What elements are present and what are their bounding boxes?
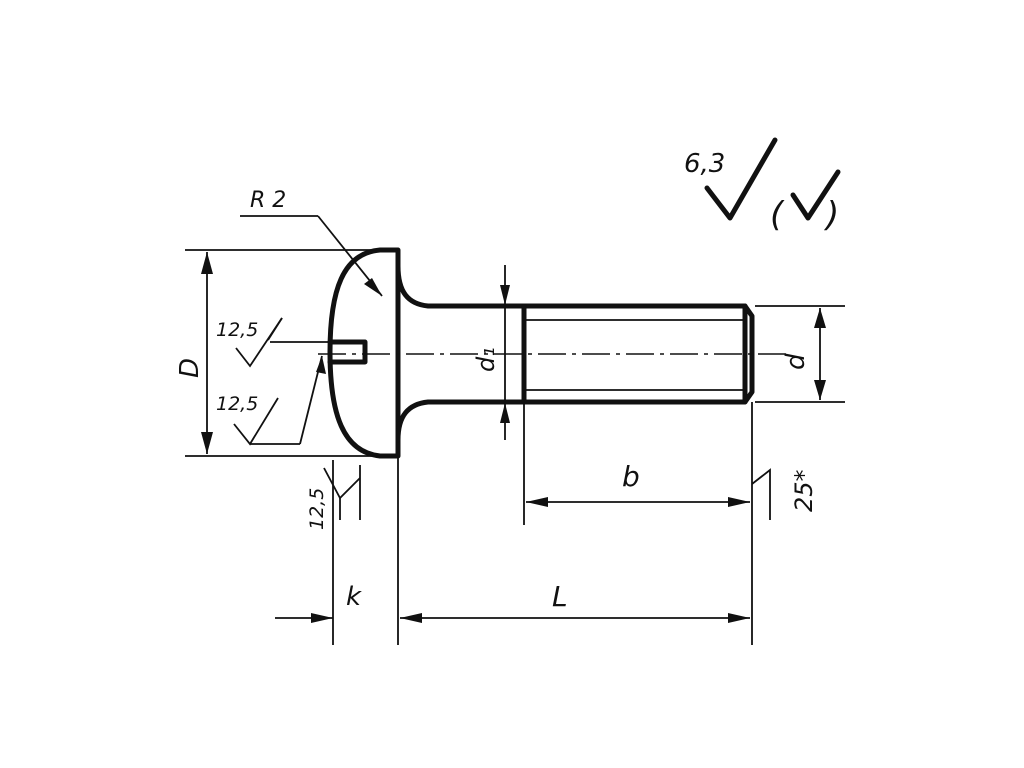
length-label: L <box>552 580 568 613</box>
diameter-head-label: D <box>175 358 205 378</box>
dimension-L <box>400 613 750 623</box>
screw-slot <box>327 339 368 365</box>
svg-text:(: ( <box>770 195 785 235</box>
diameter-neck-label: d₁ <box>472 347 500 372</box>
roughness-thread-end-symbol <box>751 468 771 520</box>
thread-length-label: b <box>622 460 640 493</box>
roughness-bracket-symbol: ( ) <box>770 169 841 235</box>
roughness-head-side-symbol <box>323 465 361 520</box>
dimension-b <box>526 497 750 507</box>
roughness-head-side-label: 12,5 <box>306 488 328 530</box>
roughness-slot-bottom-symbol <box>233 355 326 446</box>
svg-text:): ) <box>823 195 839 235</box>
screw-outline <box>318 247 790 459</box>
diameter-thread-label: d <box>781 353 811 370</box>
screw-shank <box>395 263 755 443</box>
screw-head <box>327 247 401 459</box>
head-height-label: k <box>346 582 362 612</box>
extension-lines <box>185 249 845 645</box>
roughness-main-symbol <box>704 137 778 221</box>
dimension-d1 <box>500 265 510 440</box>
dimension-D <box>201 252 213 454</box>
roughness-slot-top-symbol <box>235 317 330 368</box>
dimension-d <box>814 308 826 400</box>
roughness-slot-top-label: 12,5 <box>216 319 258 341</box>
radius-leader <box>240 215 383 297</box>
roughness-main-label: 6,3 <box>684 149 725 179</box>
dimension-k <box>275 613 333 623</box>
roughness-slot-bottom-label: 12,5 <box>216 393 258 415</box>
roughness-thread-end-label: 25* <box>790 469 818 512</box>
radius-label: R 2 <box>250 188 286 213</box>
